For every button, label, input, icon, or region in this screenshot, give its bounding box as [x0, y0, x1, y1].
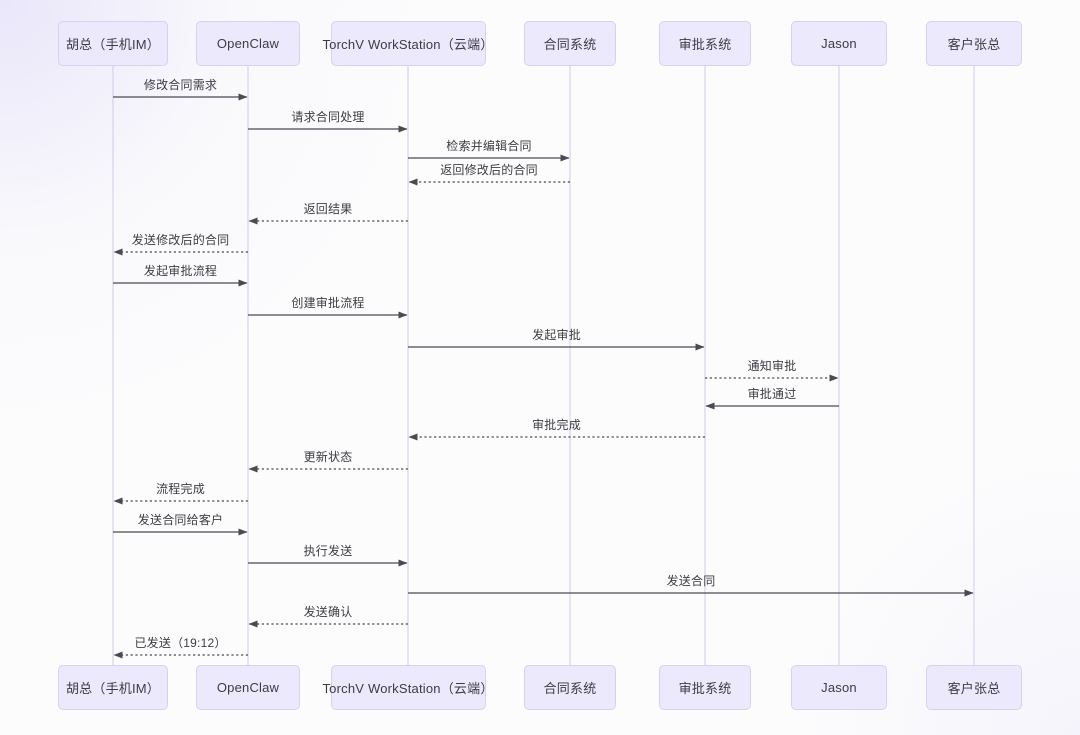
message-label-6: 发起审批流程 — [143, 264, 218, 278]
participant-footer-contract[interactable]: 合同系统 — [524, 665, 616, 710]
message-label-15: 执行发送 — [303, 544, 353, 558]
message-arrows-group — [113, 93, 974, 659]
message-label-17: 发送确认 — [303, 605, 353, 619]
participant-header-jason[interactable]: Jason — [791, 21, 887, 66]
participant-label: 审批系统 — [678, 37, 732, 52]
participant-footer-torchv[interactable]: TorchV WorkStation（云端） — [322, 665, 493, 710]
participant-footer-openclaw[interactable]: OpenClaw — [196, 665, 300, 710]
message-label-16: 发送合同 — [666, 574, 716, 588]
message-label-3: 返回修改后的合同 — [440, 163, 538, 177]
message-label-11: 审批完成 — [532, 418, 581, 432]
message-label-2: 检索并编辑合同 — [446, 139, 532, 153]
participant-label: 客户张总 — [947, 37, 1001, 52]
participant-footer-hu[interactable]: 胡总（手机IM） — [58, 665, 168, 710]
message-label-13: 流程完成 — [156, 482, 205, 496]
message-label-4: 返回结果 — [303, 202, 353, 216]
participant-label: OpenClaw — [216, 36, 280, 51]
participant-label: Jason — [821, 36, 857, 51]
participant-footer-client[interactable]: 客户张总 — [926, 665, 1022, 710]
participant-label: OpenClaw — [216, 680, 280, 695]
participant-label: TorchV WorkStation（云端） — [322, 37, 494, 52]
participant-header-openclaw[interactable]: OpenClaw — [196, 21, 300, 66]
participant-label: 客户张总 — [947, 681, 1001, 696]
participant-header-hu[interactable]: 胡总（手机IM） — [58, 21, 168, 66]
participant-header-client[interactable]: 客户张总 — [926, 21, 1022, 66]
message-label-0: 修改合同需求 — [143, 78, 218, 92]
participant-footer-jason[interactable]: Jason — [791, 665, 887, 710]
lifelines-group — [112, 66, 975, 665]
message-label-8: 发起审批 — [532, 328, 581, 342]
participant-label: 胡总（手机IM） — [65, 681, 161, 696]
message-label-9: 通知审批 — [747, 359, 797, 373]
participant-header-torchv[interactable]: TorchV WorkStation（云端） — [322, 21, 493, 66]
message-label-1: 请求合同处理 — [291, 110, 365, 124]
participant-label: TorchV WorkStation（云端） — [322, 681, 494, 696]
participant-label: Jason — [821, 680, 857, 695]
participant-label: 审批系统 — [678, 681, 732, 696]
participant-label: 胡总（手机IM） — [65, 37, 161, 52]
participant-label: 合同系统 — [543, 681, 597, 696]
participant-footer-approval[interactable]: 审批系统 — [659, 665, 751, 710]
message-label-7: 创建审批流程 — [291, 296, 365, 310]
participant-header-contract[interactable]: 合同系统 — [524, 21, 616, 66]
message-label-12: 更新状态 — [303, 450, 353, 464]
message-label-5: 发送修改后的合同 — [131, 233, 230, 247]
participant-header-approval[interactable]: 审批系统 — [659, 21, 751, 66]
message-label-14: 发送合同给客户 — [137, 513, 224, 527]
participant-label: 合同系统 — [543, 37, 597, 52]
message-label-10: 审批通过 — [747, 387, 797, 401]
message-label-18: 已发送（19:12） — [134, 636, 227, 650]
